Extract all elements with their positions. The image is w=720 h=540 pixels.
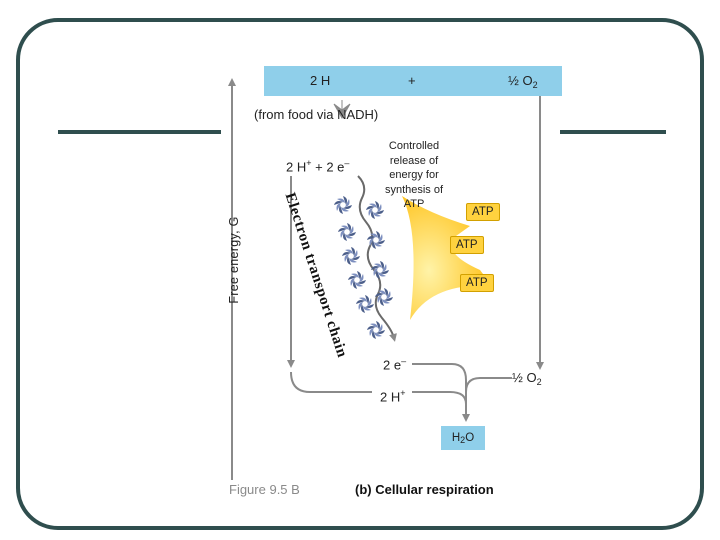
water-product-box: H2O — [441, 426, 485, 450]
input-hydrogen: 2 H — [286, 159, 307, 175]
release-line-2: release of — [389, 154, 439, 167]
panel-caption: (b) Cellular respiration — [355, 482, 494, 497]
input-protons-electrons: 2 H+ + 2 e– — [286, 158, 349, 174]
bottom-oxygen-symbol: O — [526, 370, 537, 385]
top-half-fraction: ½ — [508, 73, 519, 88]
water-oxygen: O — [465, 432, 475, 444]
release-line-4: synthesis of — [384, 183, 444, 196]
bottom-electrons: 2 e — [383, 357, 402, 373]
top-oxygen-subscript: 2 — [532, 80, 538, 90]
bottom-hydrogen: 2 H — [380, 389, 401, 405]
release-line-3: energy for — [389, 169, 439, 181]
bottom-electron-charge: – — [401, 356, 407, 366]
input-electron-charge: – — [344, 158, 350, 168]
controlled-release-text: Controlled release of energy for synthes… — [378, 139, 450, 212]
atp-box-1: ATP — [466, 203, 500, 221]
bottom-half-fraction: ½ — [512, 370, 523, 385]
bottom-hydrogen-charge: + — [400, 388, 406, 398]
top-oxygen-symbol: O — [522, 73, 533, 88]
input-electrons: 2 e — [326, 159, 345, 175]
carrier-9 — [356, 295, 374, 313]
top-oxygen-label: ½ O2 — [508, 73, 538, 90]
release-line-1: Controlled — [388, 140, 440, 152]
input-plus: + — [315, 159, 323, 175]
proton-merge-line — [412, 391, 467, 405]
top-reactant-box — [264, 66, 562, 96]
oxygen-join-line — [465, 377, 512, 393]
right-rule — [560, 130, 666, 134]
from-food-label: (from food via NADH) — [254, 107, 379, 122]
carrier-5 — [342, 247, 360, 265]
water-hydrogen: H — [451, 432, 461, 444]
atp-box-2: ATP — [450, 236, 484, 254]
electron-merge-line — [412, 363, 470, 422]
top-plus-sign: + — [408, 73, 416, 88]
figure-caption: Figure 9.5 B — [229, 482, 300, 497]
top-hydrogen-label: 2 H — [310, 73, 331, 88]
free-energy-axis-label: Free energy, G — [227, 216, 241, 304]
energy-release-fan — [402, 196, 492, 320]
food-arrow — [333, 100, 351, 120]
release-line-5: ATP — [403, 198, 425, 210]
water-subscript: 2 — [460, 435, 466, 445]
bottom-protons-label: 2 H+ — [380, 388, 406, 404]
left-rule — [58, 130, 221, 134]
slide-frame — [16, 18, 704, 530]
atp-box-3: ATP — [460, 274, 494, 292]
carrier-7 — [348, 271, 366, 289]
carrier-3 — [338, 223, 356, 241]
left-turn-line — [290, 371, 372, 393]
carrier-1 — [334, 196, 352, 214]
bottom-oxygen-label: ½ O2 — [512, 370, 542, 387]
input-hydrogen-charge: + — [306, 158, 312, 168]
electron-path — [357, 175, 397, 342]
carrier-10 — [367, 321, 385, 339]
bottom-oxygen-subscript: 2 — [536, 377, 542, 387]
bottom-electrons-label: 2 e– — [383, 356, 406, 372]
